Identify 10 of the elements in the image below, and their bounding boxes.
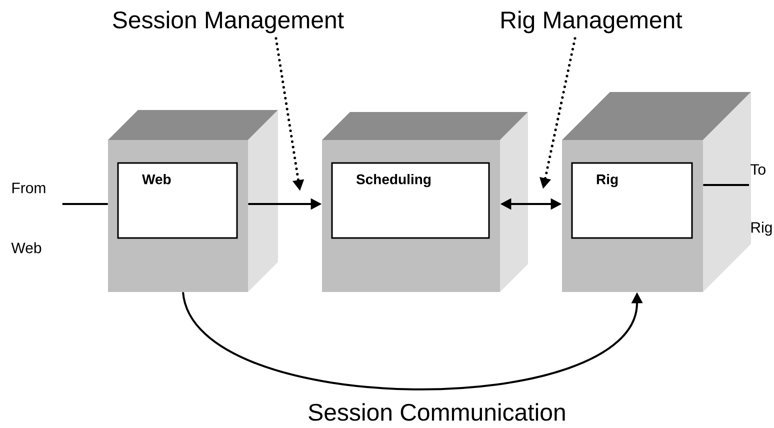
connector-line: [62, 203, 108, 205]
cube-box: Web: [108, 110, 278, 292]
cube-box: Rig: [562, 92, 751, 292]
connector-line: [703, 184, 749, 186]
label-text: From Web: [11, 182, 46, 254]
cube-box: Scheduling: [322, 112, 528, 292]
label-text: To Rig: [750, 164, 772, 236]
edge-label: Session Communication: [306, 402, 568, 422]
label-text: Session Management: [113, 10, 344, 34]
label-text: Rig Management: [502, 10, 682, 34]
